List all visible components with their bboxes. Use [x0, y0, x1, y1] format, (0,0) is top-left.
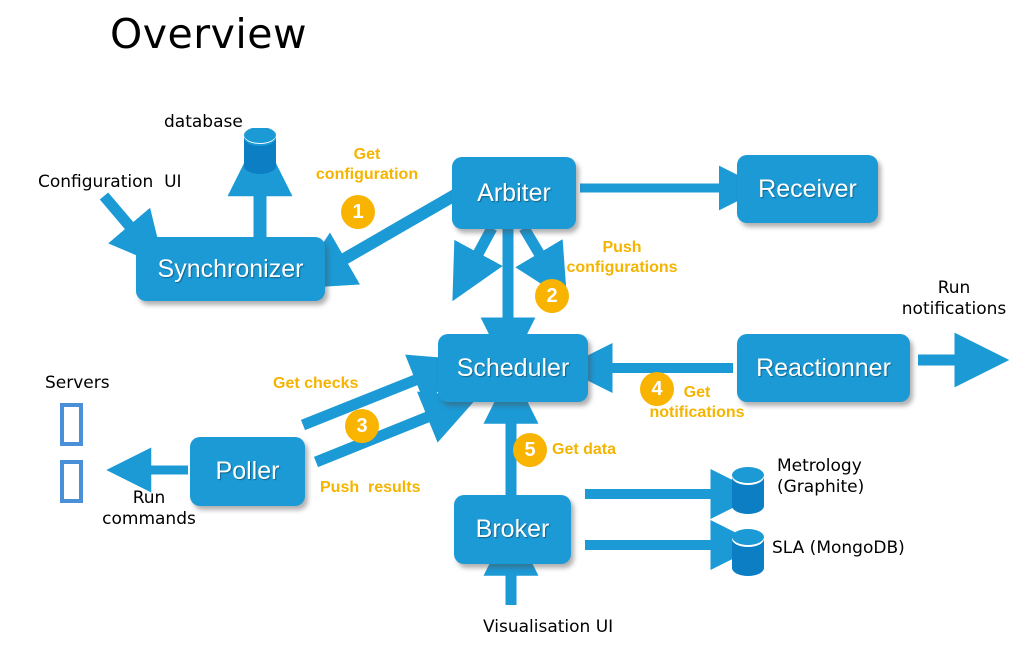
step-badge-2: 2 — [535, 279, 569, 313]
flow-label-push-configurations: Push configurations — [566, 239, 678, 276]
metrology-database-icon — [730, 466, 766, 516]
metrology-label: Metrology (Graphite) — [777, 456, 865, 497]
sla-label: SLA (MongoDB) — [772, 538, 905, 558]
node-poller[interactable]: Poller — [190, 437, 305, 506]
arrow-poller-get-checks — [300, 354, 467, 431]
servers-label: Servers — [45, 373, 110, 393]
server-icon-2 — [60, 460, 83, 503]
node-reactionner[interactable]: Reactionner — [737, 334, 910, 402]
node-synchronizer-label: Synchronizer — [157, 254, 304, 283]
flow-label-get-checks: Get checks — [273, 375, 359, 392]
arrow-poller-push-results — [313, 391, 479, 468]
arrow-arbiter-fanout-right — [515, 225, 568, 301]
step-badge-4: 4 — [640, 372, 674, 406]
node-synchronizer[interactable]: Synchronizer — [136, 237, 325, 301]
run-notifications-label: Run notifications — [901, 278, 1007, 319]
node-reactionner-label: Reactionner — [756, 353, 891, 382]
step-badge-3: 3 — [345, 409, 379, 443]
node-scheduler[interactable]: Scheduler — [438, 334, 588, 402]
sla-database-icon — [730, 528, 766, 578]
node-receiver-label: Receiver — [758, 174, 857, 203]
node-broker[interactable]: Broker — [454, 495, 571, 564]
node-poller-label: Poller — [215, 457, 280, 485]
step-badge-1: 1 — [341, 195, 375, 229]
visualisation-ui-label: Visualisation UI — [483, 617, 614, 637]
database-icon — [242, 127, 278, 176]
node-receiver[interactable]: Receiver — [737, 155, 878, 223]
configuration-ui-label: Configuration UI — [38, 172, 182, 192]
server-icon-1 — [60, 403, 83, 446]
database-label: database — [164, 112, 243, 132]
arrow-arbiter-to-synchronizer — [293, 189, 458, 289]
flow-label-push-results: Push results — [320, 479, 421, 496]
page-title: Overview — [110, 10, 308, 58]
node-arbiter[interactable]: Arbiter — [452, 157, 576, 229]
flow-label-get-configuration: Get configuration — [315, 146, 419, 183]
node-arbiter-label: Arbiter — [477, 178, 551, 207]
flow-label-get-notifications: Get notifications — [649, 384, 745, 421]
run-commands-label: Run commands — [102, 488, 196, 529]
arrow-arbiter-fanout-left — [452, 225, 503, 302]
node-scheduler-label: Scheduler — [456, 353, 570, 382]
flow-label-get-data: Get data — [552, 441, 617, 458]
arrow-configuration-ui-to-synchronizer — [99, 192, 165, 268]
node-broker-label: Broker — [475, 515, 550, 543]
step-badge-5: 5 — [513, 433, 547, 467]
